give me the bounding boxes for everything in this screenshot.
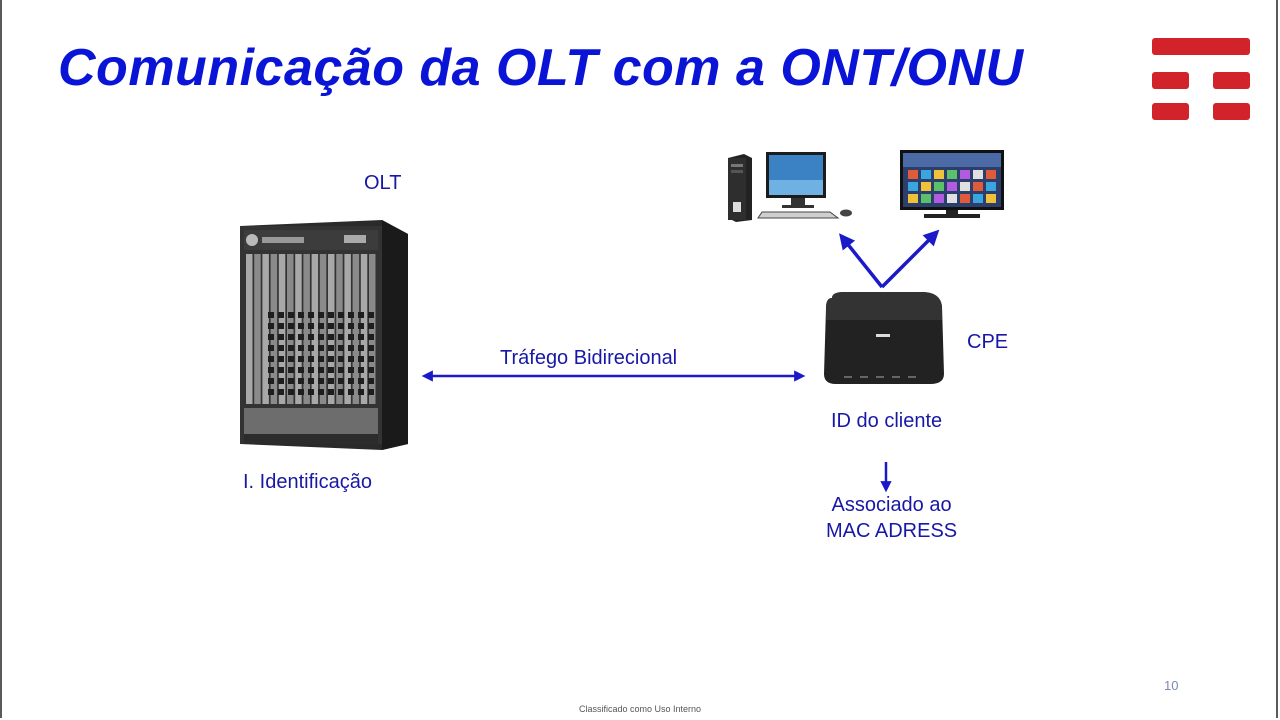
tim-logo-icon bbox=[1152, 38, 1250, 120]
link-label: Tráfego Bidirecional bbox=[500, 347, 678, 369]
assoc-line-1: Associado ao bbox=[831, 494, 952, 516]
mac-association-label: Associado ao MAC ADRESS bbox=[826, 492, 957, 544]
olt-caption: I. Identificação bbox=[243, 471, 372, 493]
classification-footer: Classificado como Uso Interno bbox=[578, 704, 702, 714]
page-number: 10 bbox=[1164, 678, 1179, 693]
olt-chassis-icon bbox=[240, 220, 408, 450]
desktop-computer-icon bbox=[728, 152, 852, 222]
cpe-label: CPE bbox=[967, 331, 1009, 353]
slide-title: Comunicação da OLT com a ONT/ONU bbox=[58, 39, 1024, 97]
router-icon bbox=[824, 292, 944, 384]
olt-label: OLT bbox=[364, 172, 402, 194]
smart-tv-icon bbox=[900, 150, 1004, 218]
assoc-line-2: MAC ADRESS bbox=[826, 520, 958, 542]
cpe-caption: ID do cliente bbox=[831, 410, 943, 432]
